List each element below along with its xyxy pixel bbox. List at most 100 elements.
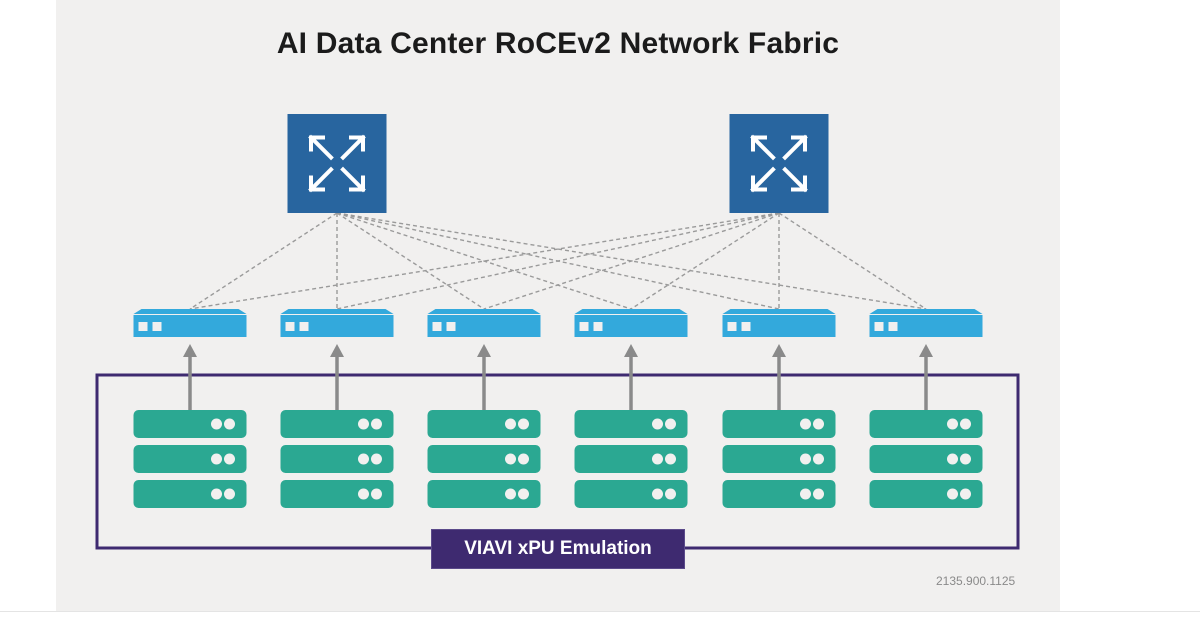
- dashed-link: [336, 212, 485, 310]
- dashed-link: [483, 212, 780, 310]
- status-led-icon: [224, 453, 235, 465]
- expand-arrows-icon: [308, 134, 366, 193]
- server-rack: [574, 410, 688, 508]
- arrow-head: [791, 135, 807, 152]
- status-led-icon: [665, 418, 676, 430]
- server-unit: [133, 445, 247, 473]
- leaf-switch-top: [427, 309, 541, 314]
- status-led-icon: [358, 453, 369, 465]
- diagram-background: [56, 0, 1060, 611]
- status-led-icon: [960, 453, 971, 465]
- dashed-link: [630, 212, 780, 310]
- status-led-icon: [960, 418, 971, 430]
- leaf-switch-body: [280, 315, 394, 337]
- status-led-icon: [813, 488, 824, 500]
- server-unit: [722, 480, 836, 508]
- port-icon: [285, 322, 295, 331]
- leaf-switch-top: [574, 309, 688, 314]
- uplink-arrow-head: [624, 344, 638, 357]
- leaf-switch: [280, 309, 394, 337]
- server-rack: [869, 410, 983, 508]
- leaf-switch: [427, 309, 541, 337]
- status-led-icon: [518, 418, 529, 430]
- dashed-link: [336, 212, 632, 310]
- leaf-switch: [869, 309, 983, 337]
- server-unit: [574, 410, 688, 438]
- arrow-head: [309, 135, 325, 152]
- leaf-switch-body: [869, 315, 983, 337]
- status-led-icon: [518, 488, 529, 500]
- arrow-head: [751, 135, 767, 152]
- status-led-icon: [224, 418, 235, 430]
- status-led-icon: [960, 488, 971, 500]
- status-led-icon: [358, 488, 369, 500]
- arrow-shaft: [782, 134, 808, 161]
- server-layer: [133, 410, 983, 508]
- arrow-shaft: [750, 166, 776, 193]
- status-led-icon: [947, 488, 958, 500]
- server-rack: [280, 410, 394, 508]
- status-led-icon: [371, 453, 382, 465]
- arrow-shaft: [340, 166, 366, 193]
- arrow-shaft: [308, 166, 334, 193]
- leaf-switch: [574, 309, 688, 337]
- status-led-icon: [505, 453, 516, 465]
- status-led-icon: [665, 453, 676, 465]
- status-led-icon: [505, 488, 516, 500]
- emulation-label: VIAVI xPU Emulation: [431, 529, 685, 569]
- spine-switch-box: [287, 114, 387, 213]
- arrow-shaft: [750, 134, 776, 161]
- leaf-switch-body: [722, 315, 836, 337]
- uplink-arrow-head: [183, 344, 197, 357]
- server-unit: [133, 410, 247, 438]
- status-led-icon: [813, 418, 824, 430]
- leaf-switch-body: [133, 315, 247, 337]
- server-unit: [574, 445, 688, 473]
- arrow-head: [751, 175, 767, 192]
- spine-switch: [287, 114, 387, 213]
- status-led-icon: [358, 418, 369, 430]
- dashed-link: [189, 212, 338, 310]
- status-led-icon: [947, 453, 958, 465]
- dashed-link: [336, 212, 780, 310]
- leaf-switch-body: [574, 315, 688, 337]
- status-led-icon: [518, 453, 529, 465]
- spine-layer: [287, 114, 829, 213]
- status-led-icon: [211, 488, 222, 500]
- arrow-head: [349, 135, 365, 152]
- server-unit: [280, 480, 394, 508]
- arrow-head: [349, 175, 365, 192]
- leaf-switch-top: [280, 309, 394, 314]
- diagram-title: AI Data Center RoCEv2 Network Fabric: [276, 27, 840, 60]
- server-rack: [133, 410, 247, 508]
- arrow-shaft: [308, 134, 334, 161]
- status-led-icon: [800, 418, 811, 430]
- port-icon: [874, 322, 884, 331]
- server-unit: [869, 480, 983, 508]
- status-led-icon: [211, 418, 222, 430]
- status-led-icon: [652, 418, 663, 430]
- arrow-shaft: [782, 166, 808, 193]
- leaf-switch-top: [722, 309, 836, 314]
- leaf-layer: [133, 309, 983, 337]
- expand-arrows-icon: [750, 134, 808, 193]
- status-led-icon: [652, 488, 663, 500]
- uplink-arrow-head: [477, 344, 491, 357]
- spine-switch-box: [729, 114, 829, 213]
- server-unit: [427, 480, 541, 508]
- status-led-icon: [371, 418, 382, 430]
- port-icon: [299, 322, 309, 331]
- uplink-arrow-head: [772, 344, 786, 357]
- port-icon: [579, 322, 589, 331]
- leaf-switch-top: [133, 309, 247, 314]
- status-led-icon: [800, 488, 811, 500]
- document-id: 2135.900.1125: [936, 574, 1016, 588]
- port-icon: [593, 322, 603, 331]
- server-unit: [133, 480, 247, 508]
- port-icon: [446, 322, 456, 331]
- spine-leaf-links: [189, 212, 927, 310]
- leaf-switch-top: [869, 309, 983, 314]
- server-rack: [722, 410, 836, 508]
- status-led-icon: [505, 418, 516, 430]
